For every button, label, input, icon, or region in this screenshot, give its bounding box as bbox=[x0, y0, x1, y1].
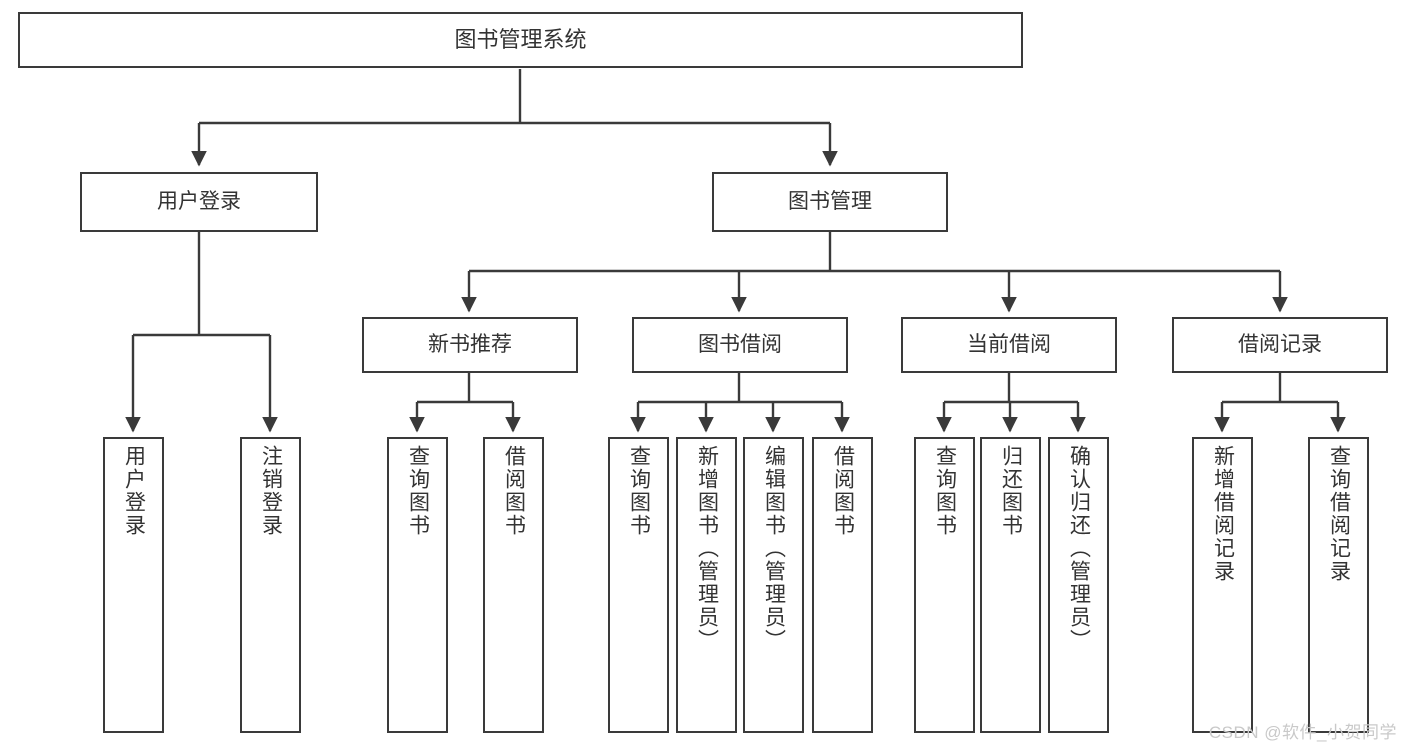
leaf-borrow-add-book[interactable]: 新增图书（管理员） bbox=[676, 437, 737, 733]
leaf-record-add-record[interactable]: 新增借阅记录 bbox=[1192, 437, 1253, 733]
leaf-record-query-record[interactable]: 查询借阅记录 bbox=[1308, 437, 1369, 733]
node-borrow-record[interactable]: 借阅记录 bbox=[1172, 317, 1388, 373]
leaf-label: 查询图书 bbox=[627, 445, 651, 537]
leaf-label: 编辑图书（管理员） bbox=[762, 445, 786, 652]
leaf-label: 查询图书 bbox=[933, 445, 957, 537]
leaf-label: 确认归还（管理员） bbox=[1067, 445, 1091, 652]
leaf-logout-action[interactable]: 注销登录 bbox=[240, 437, 301, 733]
node-book-manage[interactable]: 图书管理 bbox=[712, 172, 948, 232]
leaf-label: 注销登录 bbox=[259, 445, 283, 537]
leaf-borrow-query-book[interactable]: 查询图书 bbox=[608, 437, 669, 733]
leaf-current-query-book[interactable]: 查询图书 bbox=[914, 437, 975, 733]
leaf-user-login-action[interactable]: 用户登录 bbox=[103, 437, 164, 733]
leaf-label: 归还图书 bbox=[999, 445, 1023, 537]
leaf-current-return-book[interactable]: 归还图书 bbox=[980, 437, 1041, 733]
node-root-system[interactable]: 图书管理系统 bbox=[18, 12, 1023, 68]
node-current-borrow[interactable]: 当前借阅 bbox=[901, 317, 1117, 373]
leaf-label: 借阅图书 bbox=[831, 445, 855, 537]
node-book-borrow[interactable]: 图书借阅 bbox=[632, 317, 848, 373]
leaf-borrow-edit-book[interactable]: 编辑图书（管理员） bbox=[743, 437, 804, 733]
leaf-borrow-borrow-book[interactable]: 借阅图书 bbox=[812, 437, 873, 733]
leaf-recommend-borrow-book[interactable]: 借阅图书 bbox=[483, 437, 544, 733]
leaf-label: 借阅图书 bbox=[502, 445, 526, 537]
leaf-label: 查询借阅记录 bbox=[1327, 445, 1351, 583]
leaf-current-confirm-return[interactable]: 确认归还（管理员） bbox=[1048, 437, 1109, 733]
leaf-label: 查询图书 bbox=[406, 445, 430, 537]
node-user-login[interactable]: 用户登录 bbox=[80, 172, 318, 232]
csdn-watermark: CSDN @软件_小贺同学 bbox=[1208, 723, 1397, 742]
leaf-label: 用户登录 bbox=[122, 445, 146, 537]
leaf-recommend-query-book[interactable]: 查询图书 bbox=[387, 437, 448, 733]
leaf-label: 新增图书（管理员） bbox=[695, 445, 719, 652]
leaf-label: 新增借阅记录 bbox=[1211, 445, 1235, 583]
node-new-book-recommend[interactable]: 新书推荐 bbox=[362, 317, 578, 373]
